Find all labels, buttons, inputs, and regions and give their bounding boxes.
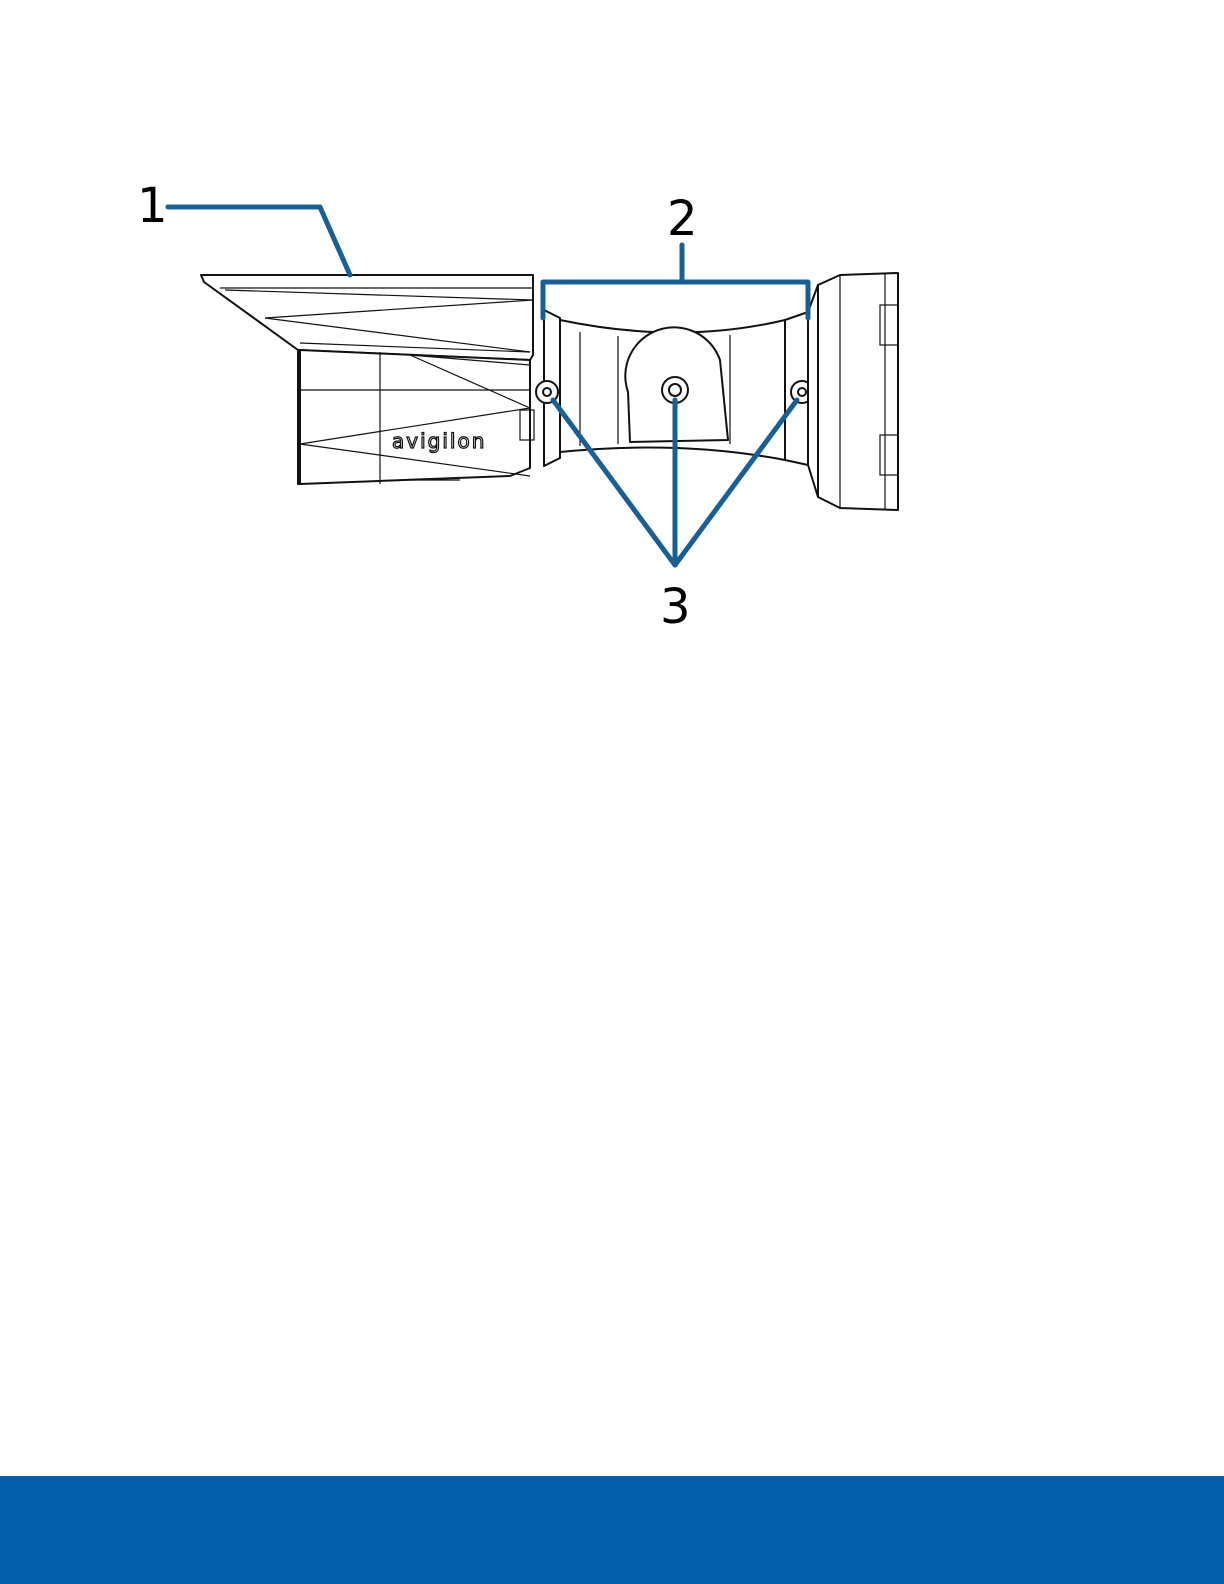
- callout-number-1: 1: [137, 178, 168, 234]
- sun-shield: [201, 275, 533, 360]
- footer-bar: [0, 1476, 1224, 1584]
- camera-line-art: avigilon: [201, 273, 898, 510]
- camera-housing: avigilon: [298, 350, 534, 484]
- callout-number-3: 3: [660, 579, 691, 635]
- callout-line-2: [543, 282, 808, 318]
- callout-number-2: 2: [667, 191, 698, 247]
- camera-diagram: avigilon: [0, 0, 1224, 700]
- logo-text: avigilon: [392, 429, 486, 453]
- callout-line-1: [168, 207, 350, 275]
- wall-mount-base: [808, 273, 898, 510]
